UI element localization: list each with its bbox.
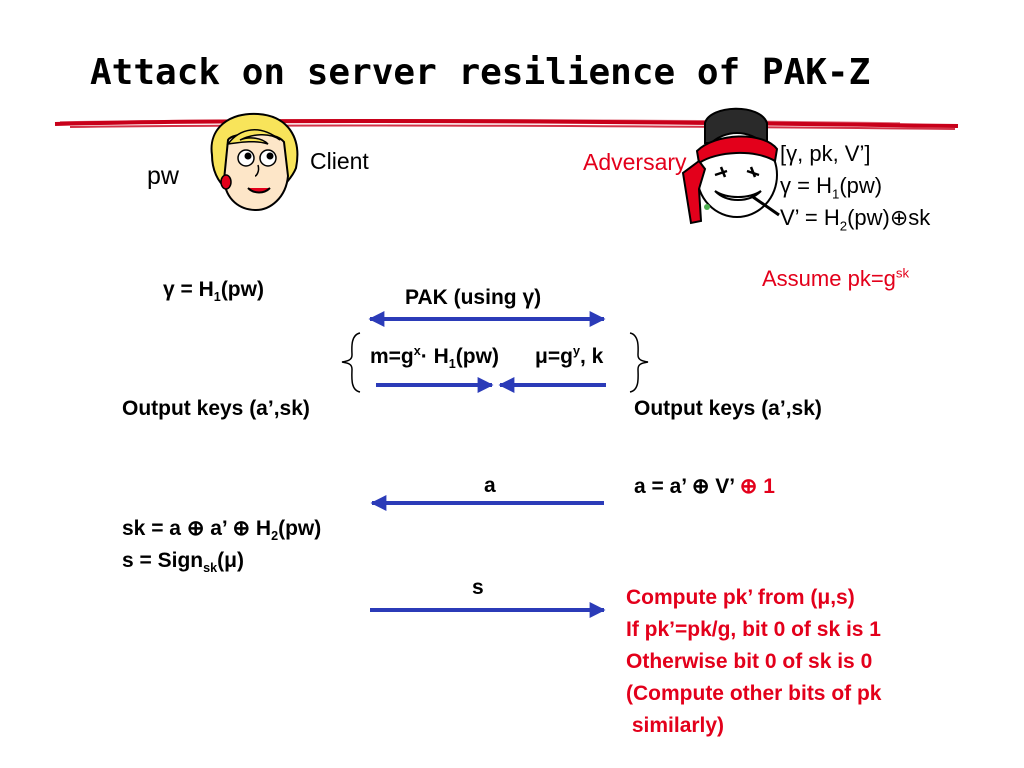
output-keys-client: Output keys (a’,sk) — [122, 397, 310, 420]
attack-step-3: Otherwise bit 0 of sk is 0 — [626, 650, 873, 673]
sk-definition: sk = a ⊕ a’ ⊕ H2(pw) — [122, 517, 322, 544]
client-label: Client — [310, 148, 369, 174]
message-s-label: s — [472, 576, 484, 599]
pak-label: PAK (using γ) — [405, 286, 542, 309]
a-definition: a = a’ ⊕ V’ ⊕ 1 — [634, 475, 775, 498]
gamma-definition: γ = H1(pw) — [163, 278, 264, 305]
client-avatar-icon — [210, 112, 299, 212]
adversary-knowledge-line3: V’ = H2(pw)⊕sk — [780, 205, 931, 234]
message-a-label: a — [484, 474, 496, 497]
adversary-label: Adversary — [583, 149, 687, 175]
adversary-knowledge: [γ, pk, V’] γ = H1(pw) V’ = H2(pw)⊕sk — [780, 138, 930, 234]
message-m: m=gx· H1(pw) — [370, 344, 499, 372]
message-mu: μ=gy, k — [535, 344, 604, 368]
signature-definition: s = Signsk(μ) — [122, 549, 244, 576]
attack-step-4: (Compute other bits of pk — [626, 682, 882, 705]
right-brace — [629, 332, 649, 393]
adversary-knowledge-line1: [γ, pk, V’] — [780, 141, 871, 166]
output-keys-server: Output keys (a’,sk) — [634, 397, 822, 420]
client-pw-label: pw — [147, 162, 179, 190]
adversary-avatar-icon — [681, 107, 780, 225]
attack-steps: Compute pk’ from (μ,s) If pk’=pk/g, bit … — [626, 582, 882, 742]
adversary-knowledge-line2: γ = H1(pw) — [780, 173, 883, 202]
attack-step-1: Compute pk’ from (μ,s) — [626, 586, 855, 609]
slide-title: Attack on server resilience of PAK-Z — [90, 52, 871, 93]
left-brace — [341, 332, 361, 393]
attack-step-2: If pk’=pk/g, bit 0 of sk is 1 — [626, 618, 881, 641]
assume-pk-label: Assume pk=gsk — [762, 265, 910, 291]
attack-step-5: similarly) — [626, 714, 725, 737]
